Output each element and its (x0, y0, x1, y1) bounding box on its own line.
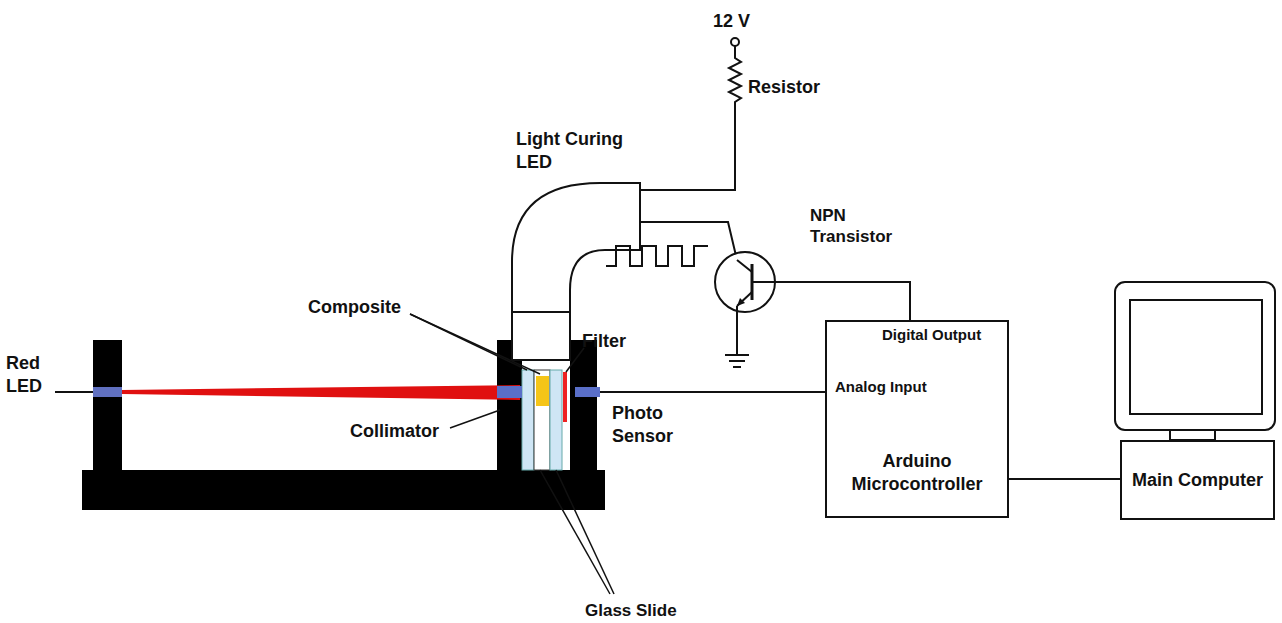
box-text: Analog Input (835, 378, 945, 397)
led-lead (55, 391, 95, 393)
part-label: Light Curing LED (516, 128, 641, 173)
pwm-signal (606, 246, 708, 266)
collimator (497, 386, 522, 398)
ground-symbol (733, 366, 741, 368)
controller-box: Digital OutputAnalog InputArduino Microc… (825, 320, 1009, 518)
leader-line (556, 470, 614, 594)
left-post (93, 340, 122, 472)
leader-line (540, 470, 610, 594)
curing-light-guide (512, 183, 640, 360)
base-wire (752, 282, 910, 320)
leader-line (450, 410, 500, 428)
red-beam (122, 385, 520, 400)
computer-box: Main Computer (1120, 440, 1275, 520)
sample-holder (534, 370, 550, 470)
leader-line (566, 348, 584, 372)
data-cable (1009, 478, 1120, 480)
part-label: Red LED (6, 352, 56, 397)
transistor-emitter (737, 292, 752, 306)
leader-line (410, 314, 540, 374)
collector-wire (640, 222, 737, 260)
monitor-screen (1130, 300, 1262, 414)
ground-wire (736, 306, 738, 355)
sensor-wire (600, 391, 825, 393)
red-led (93, 387, 122, 397)
bench-base (82, 470, 605, 510)
photo-sensor (575, 387, 600, 397)
part-label: Filter (582, 330, 626, 353)
part-label: Collimator (350, 420, 439, 443)
supply-terminal (731, 38, 739, 46)
curing-tip-joint (512, 311, 570, 313)
monitor-frame (1115, 282, 1275, 430)
part-label: 12 V (713, 10, 750, 33)
ground-symbol (729, 360, 745, 362)
part-label: NPN Transistor (810, 205, 920, 248)
part-label: Photo Sensor (612, 402, 682, 447)
emitter-arrow (737, 298, 745, 306)
right-post-right (570, 340, 597, 472)
part-label: Resistor (748, 76, 820, 99)
part-label: Composite (308, 296, 401, 319)
monitor-stand (1170, 430, 1215, 440)
ground-symbol (725, 354, 749, 356)
box-text: Digital Output (882, 326, 1002, 345)
box-text: Arduino Microcontroller (837, 450, 997, 495)
glass-slide (550, 370, 562, 470)
glass-slide (522, 370, 534, 470)
resistor-symbol (640, 46, 741, 190)
part-label: Glass Slide (585, 600, 677, 621)
composite-sample (536, 376, 549, 406)
filter (563, 372, 567, 422)
box-text: Main Computer (1122, 469, 1273, 492)
transistor-collector (737, 260, 752, 272)
